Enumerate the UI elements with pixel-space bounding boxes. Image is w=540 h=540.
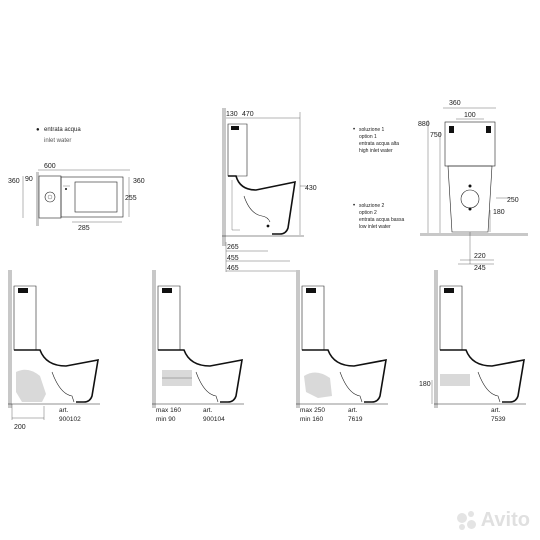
v4-art-code: 7539 — [491, 416, 506, 423]
cistern-plan — [38, 175, 62, 219]
dim-220: 220 — [474, 253, 486, 260]
dim-470: 470 — [242, 111, 254, 118]
v1-art-code: 900102 — [59, 416, 81, 423]
dim-130: 130 — [226, 111, 238, 118]
dim-front-360: 360 — [449, 100, 461, 107]
front-view: 360 100 880 750 250 180 220 245 • soluzi… — [353, 100, 528, 272]
v3-art-label: art. — [348, 407, 358, 414]
dim-750: 750 — [430, 132, 442, 139]
wall-v1 — [8, 270, 12, 408]
bowl-side — [228, 175, 296, 235]
dim-265: 265 — [227, 244, 239, 251]
watermark-text: Avito — [480, 509, 530, 531]
cistern-v2 — [157, 285, 181, 351]
bowl-v3 — [302, 349, 387, 403]
bowl-plan — [60, 176, 124, 218]
wall-plan — [36, 172, 39, 226]
dim-90: 90 — [25, 176, 33, 183]
v3-art-code: 7619 — [348, 416, 363, 423]
v4-dim1: 180 — [419, 381, 431, 388]
dim-250: 250 — [507, 197, 519, 204]
wall-v2 — [152, 270, 156, 408]
variant-900104: max 160 min 90 art. 900104 — [152, 270, 244, 423]
variant-7539: 180 art. 7539 — [419, 270, 526, 423]
dim-245: 245 — [474, 265, 486, 272]
bowl-v2 — [158, 349, 243, 403]
dim-455: 455 — [227, 255, 239, 262]
variant-900102: 200 art. 900102 — [8, 270, 100, 431]
v2-art-label: art. — [203, 407, 213, 414]
side-view: 130 470 430 265 455 465 — [222, 108, 317, 272]
inlet-label-it: entrata acqua — [44, 127, 81, 133]
watermark-logo-icon — [456, 510, 477, 531]
dim-front-100: 100 — [464, 112, 476, 119]
dim-465: 465 — [227, 265, 239, 272]
bowl-v4 — [440, 349, 525, 403]
wall-v4 — [434, 270, 438, 408]
dim-285: 285 — [78, 225, 90, 232]
solution1-bullet: • — [353, 127, 355, 133]
v3-dim2: min 160 — [300, 416, 324, 423]
solution2-en: option 2 — [359, 210, 377, 216]
bowl-front — [447, 165, 493, 233]
cistern-v4 — [439, 285, 463, 351]
solution2-bullet: • — [353, 203, 355, 209]
bowl-v1 — [14, 349, 99, 403]
v4-art-label: art. — [491, 407, 501, 414]
v2-art-code: 900104 — [203, 416, 225, 423]
inlet-bullet: ● — [36, 127, 40, 133]
solution2-desc-it: entrata acqua bassa — [359, 217, 405, 223]
dim-880: 880 — [418, 121, 430, 128]
cistern-v1 — [13, 285, 37, 351]
dim-180-front: 180 — [493, 209, 505, 216]
wall-side — [222, 108, 226, 246]
v2-dim2: min 90 — [156, 416, 176, 423]
v2-dim1: max 160 — [156, 407, 181, 414]
flush-button-icon — [44, 191, 56, 203]
solution1-desc-en: high inlet water — [359, 148, 393, 154]
variant-7619: max 250 min 160 art. 7619 — [296, 270, 388, 423]
v1-dim1: 200 — [14, 424, 26, 431]
trap-v1 — [16, 369, 46, 402]
solution1-desc-it: entrata acqua alta — [359, 141, 399, 147]
dim-360-right: 360 — [133, 178, 145, 185]
inlet-label-en: inlet water — [44, 138, 71, 144]
solution2-desc-en: low inlet water — [359, 224, 391, 230]
trap-v3 — [304, 372, 332, 398]
cistern-v3 — [301, 285, 325, 351]
watermark: Avito — [456, 509, 530, 532]
plan-view: ● entrata acqua inlet water 600 360 90 3… — [8, 127, 145, 232]
v1-art-label: art. — [59, 407, 69, 414]
cistern-side — [227, 123, 248, 177]
solution2-it: soluzione 2 — [359, 203, 385, 209]
dim-430: 430 — [305, 185, 317, 192]
solution1-en: option 1 — [359, 134, 377, 140]
dim-600: 600 — [44, 163, 56, 170]
dim-255: 255 — [125, 195, 137, 202]
solution1-it: soluzione 1 — [359, 127, 385, 133]
dim-360-left: 360 — [8, 178, 20, 185]
v3-dim1: max 250 — [300, 407, 325, 414]
trap-v4 — [440, 374, 470, 386]
wall-v3 — [296, 270, 300, 408]
